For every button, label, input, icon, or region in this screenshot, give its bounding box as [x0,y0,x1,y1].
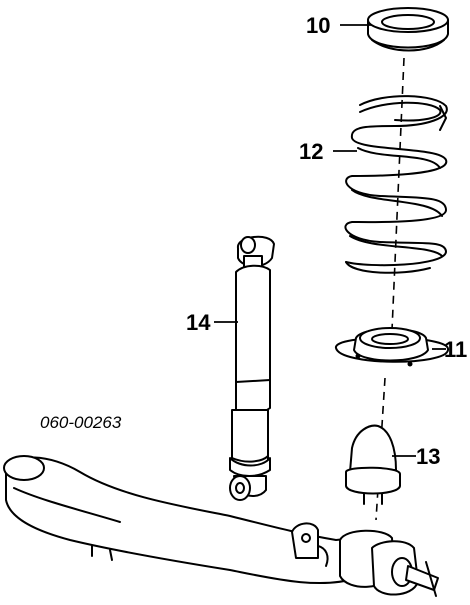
reference-code: 060-00263 [40,413,122,432]
callout-13: 13 [392,444,440,469]
part-number-10: 10 [306,13,330,38]
part-number-12: 12 [299,139,323,164]
bump-stop [345,424,401,505]
callout-14: 14 [186,310,238,335]
callout-10: 10 [306,13,372,38]
callout-12: 12 [299,139,357,164]
part-number-11: 11 [444,337,467,362]
part-number-14: 14 [186,310,211,335]
callout-11: 11 [432,337,467,362]
upper-spring-seat [367,7,449,52]
coil-spring [344,95,448,274]
shock-absorber [229,235,275,501]
axle-arm [3,455,439,597]
lower-spring-seat [334,327,449,367]
part-number-13: 13 [416,444,440,469]
